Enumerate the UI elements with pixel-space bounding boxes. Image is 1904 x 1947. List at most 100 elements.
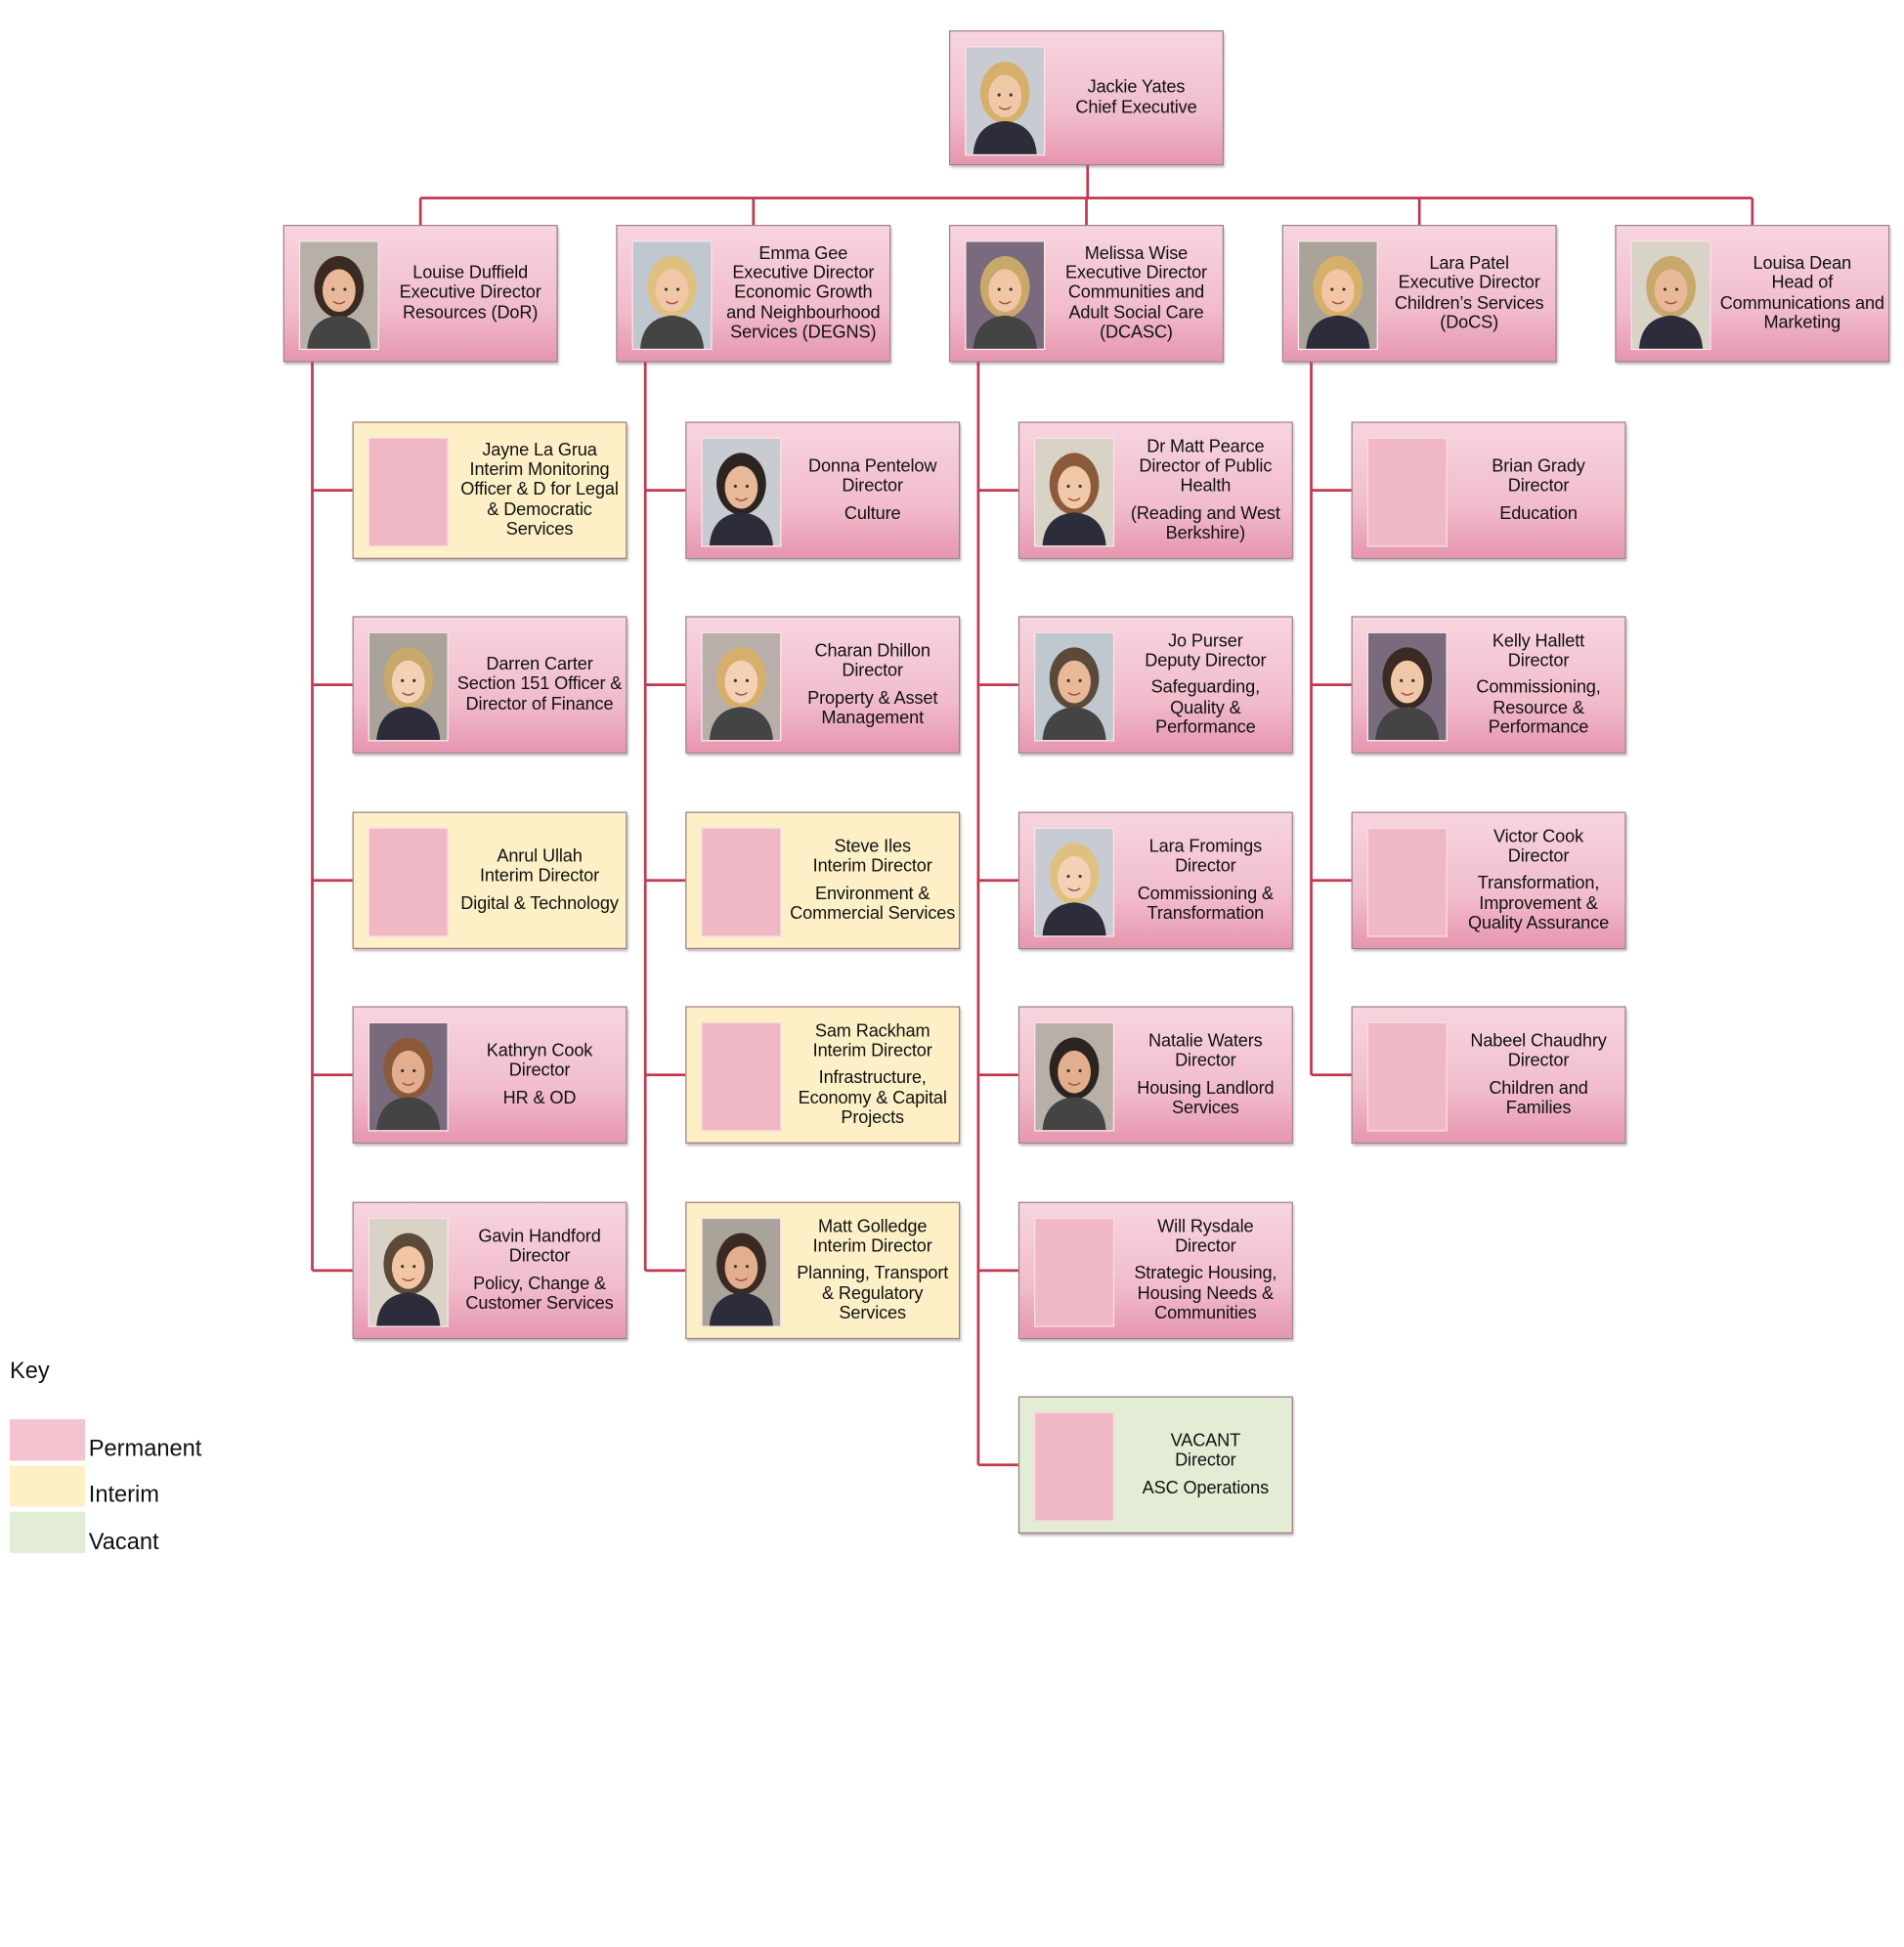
person-role: Director — [508, 1246, 571, 1267]
person-department: Transformation, Improvement & Quality As… — [1467, 874, 1610, 933]
person-photo — [1630, 240, 1711, 351]
photo-placeholder — [701, 1021, 782, 1132]
person-department: Policy, Change & Customer Services — [465, 1274, 614, 1314]
person-name: Nabeel Chaudhry — [1470, 1031, 1607, 1052]
person-name: Gavin Handford — [478, 1227, 601, 1247]
person-role-line: Communities and Adult Social Care (DCASC… — [1067, 283, 1205, 343]
person-name: Steve Iles — [834, 837, 911, 857]
person-name: Will Rysdale — [1157, 1217, 1254, 1237]
person-photo — [965, 46, 1046, 156]
person-name: Brian Grady — [1492, 456, 1585, 477]
person-role-line: Head of Communications and Marketing — [1719, 273, 1884, 333]
photo-placeholder — [1034, 1411, 1115, 1522]
person-department: Digital & Technology — [460, 893, 619, 914]
person-role: Director — [842, 661, 903, 681]
person-photo — [1366, 631, 1448, 742]
person-name: Dr Matt Pearce — [1147, 437, 1265, 457]
legend-label-vacant: Vacant — [88, 1530, 159, 1556]
photo-placeholder — [1366, 1021, 1448, 1132]
person-role-line: Executive Director — [399, 283, 541, 303]
person-name: Lara Patel — [1429, 253, 1509, 274]
person-photo — [965, 240, 1046, 351]
person-photo — [701, 631, 782, 742]
photo-placeholder — [1034, 1217, 1115, 1327]
photo-placeholder — [368, 827, 449, 937]
legend-label-permanent: Permanent — [88, 1436, 202, 1462]
person-role: Director — [842, 476, 903, 497]
person-role: Interim Director — [812, 856, 932, 877]
person-photo — [298, 240, 379, 351]
person-name: Jackie Yates — [1087, 77, 1186, 98]
person-department: HR & OD — [502, 1088, 577, 1108]
person-name: Melissa Wise — [1084, 243, 1189, 264]
photo-placeholder — [1366, 827, 1448, 937]
person-role: Director — [1175, 856, 1236, 877]
person-role: Interim Director — [812, 1041, 932, 1061]
person-photo — [1034, 631, 1115, 742]
person-photo — [631, 240, 713, 351]
person-role: Interim Director — [812, 1236, 932, 1257]
person-name: Charan Dhillon — [814, 641, 930, 662]
person-photo — [1034, 437, 1115, 547]
person-name: Darren Carter — [486, 655, 593, 675]
person-role: Director — [1175, 1236, 1236, 1257]
person-role: Director — [1507, 651, 1570, 671]
person-department: Commissioning, Resource & Performance — [1476, 678, 1601, 738]
legend-swatch-interim — [9, 1465, 86, 1507]
legend-title: Key — [9, 1359, 50, 1385]
person-role-line: Children’s Services — [1394, 293, 1544, 314]
photo-placeholder — [1366, 437, 1448, 547]
connector-lines — [311, 165, 1754, 1467]
photo-placeholder — [701, 827, 782, 937]
legend-swatch-permanent — [9, 1419, 86, 1461]
person-name: Natalie Waters — [1148, 1031, 1263, 1052]
person-department: (Reading and West Berkshire) — [1130, 503, 1280, 543]
person-role: Director — [508, 1060, 571, 1081]
person-name: Emma Gee — [758, 243, 848, 264]
legend-swatch-vacant — [9, 1511, 86, 1553]
person-department: Commissioning & Transformation — [1137, 884, 1274, 924]
person-department: Safeguarding, Quality & Performance — [1150, 678, 1261, 738]
person-role: Director — [1507, 476, 1570, 497]
person-name: Lara Fromings — [1148, 837, 1263, 857]
person-name: Sam Rackham — [814, 1021, 930, 1042]
person-name: Matt Golledge — [818, 1217, 928, 1237]
person-role: Deputy Director — [1145, 651, 1267, 671]
legend-label-interim: Interim — [88, 1482, 159, 1508]
person-photo — [368, 1217, 449, 1327]
person-role: Section 151 Officer & Director of Financ… — [456, 674, 623, 714]
person-department: Planning, Transport & Regulatory Service… — [797, 1264, 949, 1323]
person-department: ASC Operations — [1142, 1478, 1270, 1498]
person-role-line: Economic Growth and Neighbourhood Servic… — [726, 283, 881, 343]
